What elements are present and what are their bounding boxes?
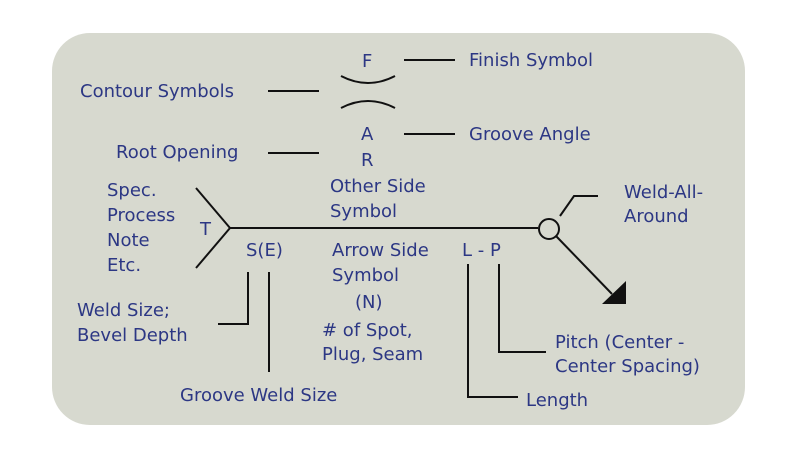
length-pitch-label: L - P: [462, 240, 501, 261]
tail-letter: T: [200, 219, 211, 240]
spot-plug-seam-line-2: Plug, Seam: [322, 344, 424, 365]
weld-size-leader: [218, 272, 249, 325]
root-opening-label: Root Opening: [116, 142, 239, 163]
weld-size-line-1: Weld Size;: [77, 300, 170, 321]
spec-note-line-1: Spec.: [107, 180, 157, 201]
finish-letter: F: [362, 51, 373, 72]
number-letter: (N): [355, 292, 383, 313]
weld-all-around-line-1: Weld-All-: [624, 182, 704, 203]
angle-letter: A: [361, 124, 374, 145]
groove-weld-size-label: Groove Weld Size: [180, 385, 338, 406]
contour-upper-arc: [340, 75, 396, 84]
weld-size-line-2: Bevel Depth: [77, 325, 188, 346]
length-leader: [467, 264, 518, 398]
size-effective-label: S(E): [246, 240, 283, 261]
tail-lower-line: [195, 227, 231, 269]
tail-upper-line: [195, 187, 231, 229]
spec-note-line-3: Note: [107, 230, 150, 251]
pitch-leader: [498, 264, 546, 353]
groove-angle-label: Groove Angle: [469, 124, 591, 145]
contour-lower-arc: [340, 100, 396, 109]
arrow-line: [555, 235, 613, 295]
weld-all-around-circle: [538, 218, 560, 240]
spec-note-line-4: Etc.: [107, 255, 142, 276]
arrow-side-symbol-line-2: Symbol: [332, 265, 400, 286]
other-side-symbol-line-2: Symbol: [330, 201, 398, 222]
finish-symbol-label: Finish Symbol: [469, 50, 594, 71]
arrow-side-symbol-line-1: Arrow Side: [332, 240, 429, 261]
weld-all-around-line-2: Around: [624, 206, 689, 227]
spec-note-line-2: Process: [107, 205, 176, 226]
length-label: Length: [526, 390, 589, 411]
contour-symbols-label: Contour Symbols: [80, 81, 235, 102]
arrowhead: [602, 281, 626, 304]
pitch-line-1: Pitch (Center -: [555, 332, 685, 353]
weld-all-around-leader: [559, 195, 598, 217]
other-side-symbol-line-1: Other Side: [330, 176, 426, 197]
spot-plug-seam-line-1: # of Spot,: [322, 320, 413, 341]
pitch-line-2: Center Spacing): [555, 356, 700, 377]
root-letter: R: [361, 150, 374, 171]
